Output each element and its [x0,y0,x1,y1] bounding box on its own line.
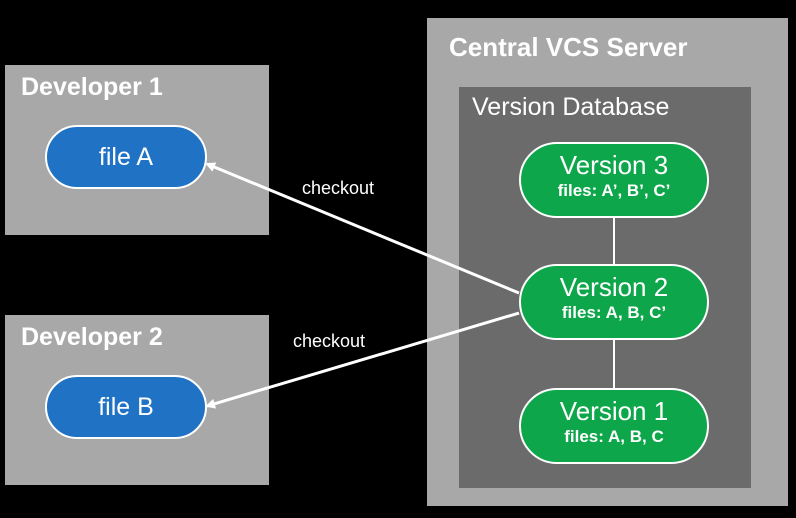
checkout-arrow-to-file-b [205,311,520,409]
checkout-label-file-a: checkout [302,178,375,198]
developer-1-title: Developer 1 [21,73,163,101]
checkout-label-file-b: checkout [293,331,366,351]
version-3-to-2-connector [613,218,615,264]
version-3-name: Version 3 [559,150,669,180]
version-1-node: Version 1 files: A, B, C [519,388,709,464]
version-3-files: files: A’, B’, C’ [557,181,671,200]
version-database-title: Version Database [472,93,670,121]
version-3-node: Version 3 files: A’, B’, C’ [519,142,709,218]
server-title: Central VCS Server [449,32,688,62]
version-2-to-1-connector [613,340,615,388]
version-2-node: Version 2 files: A, B, C’ [519,264,709,340]
file-a-node: file A [45,125,207,189]
version-1-files: files: A, B, C [564,427,664,446]
version-2-files: files: A, B, C’ [561,303,667,322]
version-2-name: Version 2 [559,272,669,302]
checkout-arrow-to-file-a [205,162,520,295]
developer-2-title: Developer 2 [21,323,163,351]
developer-1-panel: Developer 1 file A [5,65,269,235]
version-1-name: Version 1 [559,396,669,426]
